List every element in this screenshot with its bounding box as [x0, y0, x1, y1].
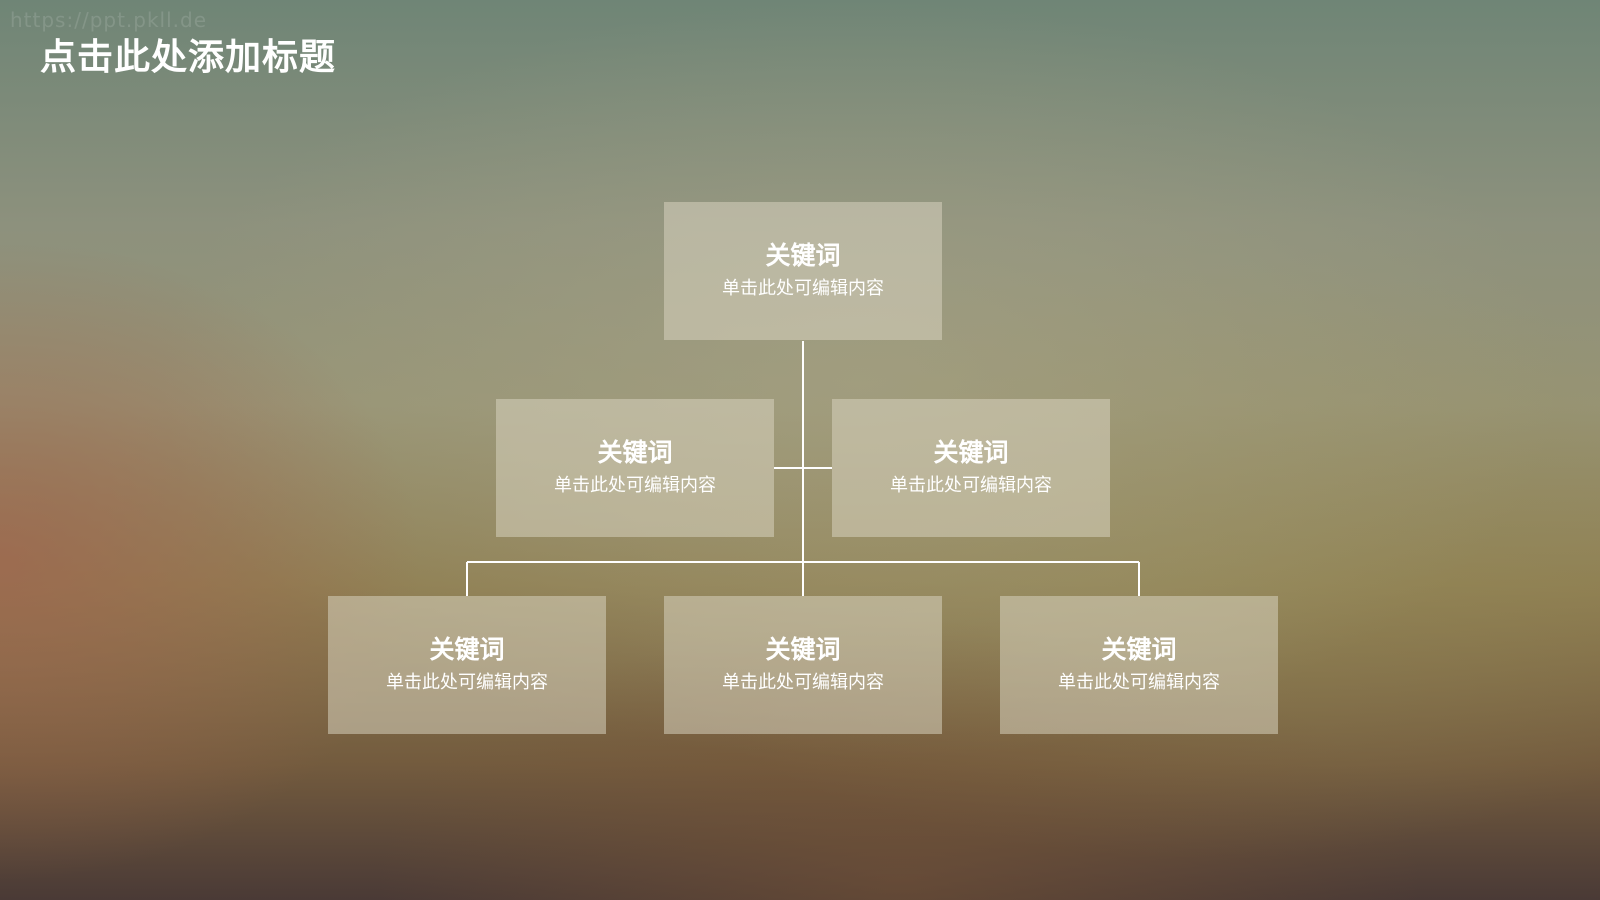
node-subtitle: 单击此处可编辑内容 — [554, 475, 716, 496]
watermark-text: https://ppt.pkll.de — [10, 8, 208, 32]
node-top[interactable]: 关键词 单击此处可编辑内容 — [664, 202, 942, 340]
node-title: 关键词 — [597, 438, 673, 467]
node-bottom-center[interactable]: 关键词 单击此处可编辑内容 — [664, 596, 942, 734]
node-middle-left[interactable]: 关键词 单击此处可编辑内容 — [496, 399, 774, 537]
node-title: 关键词 — [933, 438, 1009, 467]
node-bottom-left[interactable]: 关键词 单击此处可编辑内容 — [328, 596, 606, 734]
node-subtitle: 单击此处可编辑内容 — [722, 278, 884, 299]
node-subtitle: 单击此处可编辑内容 — [890, 475, 1052, 496]
node-bottom-right[interactable]: 关键词 单击此处可编辑内容 — [1000, 596, 1278, 734]
node-subtitle: 单击此处可编辑内容 — [722, 672, 884, 693]
node-subtitle: 单击此处可编辑内容 — [1058, 672, 1220, 693]
node-title: 关键词 — [765, 241, 841, 270]
node-title: 关键词 — [429, 635, 505, 664]
node-middle-right[interactable]: 关键词 单击此处可编辑内容 — [832, 399, 1110, 537]
node-title: 关键词 — [765, 635, 841, 664]
page-title[interactable]: 点击此处添加标题 — [40, 37, 337, 78]
node-title: 关键词 — [1101, 635, 1177, 664]
node-subtitle: 单击此处可编辑内容 — [386, 672, 548, 693]
